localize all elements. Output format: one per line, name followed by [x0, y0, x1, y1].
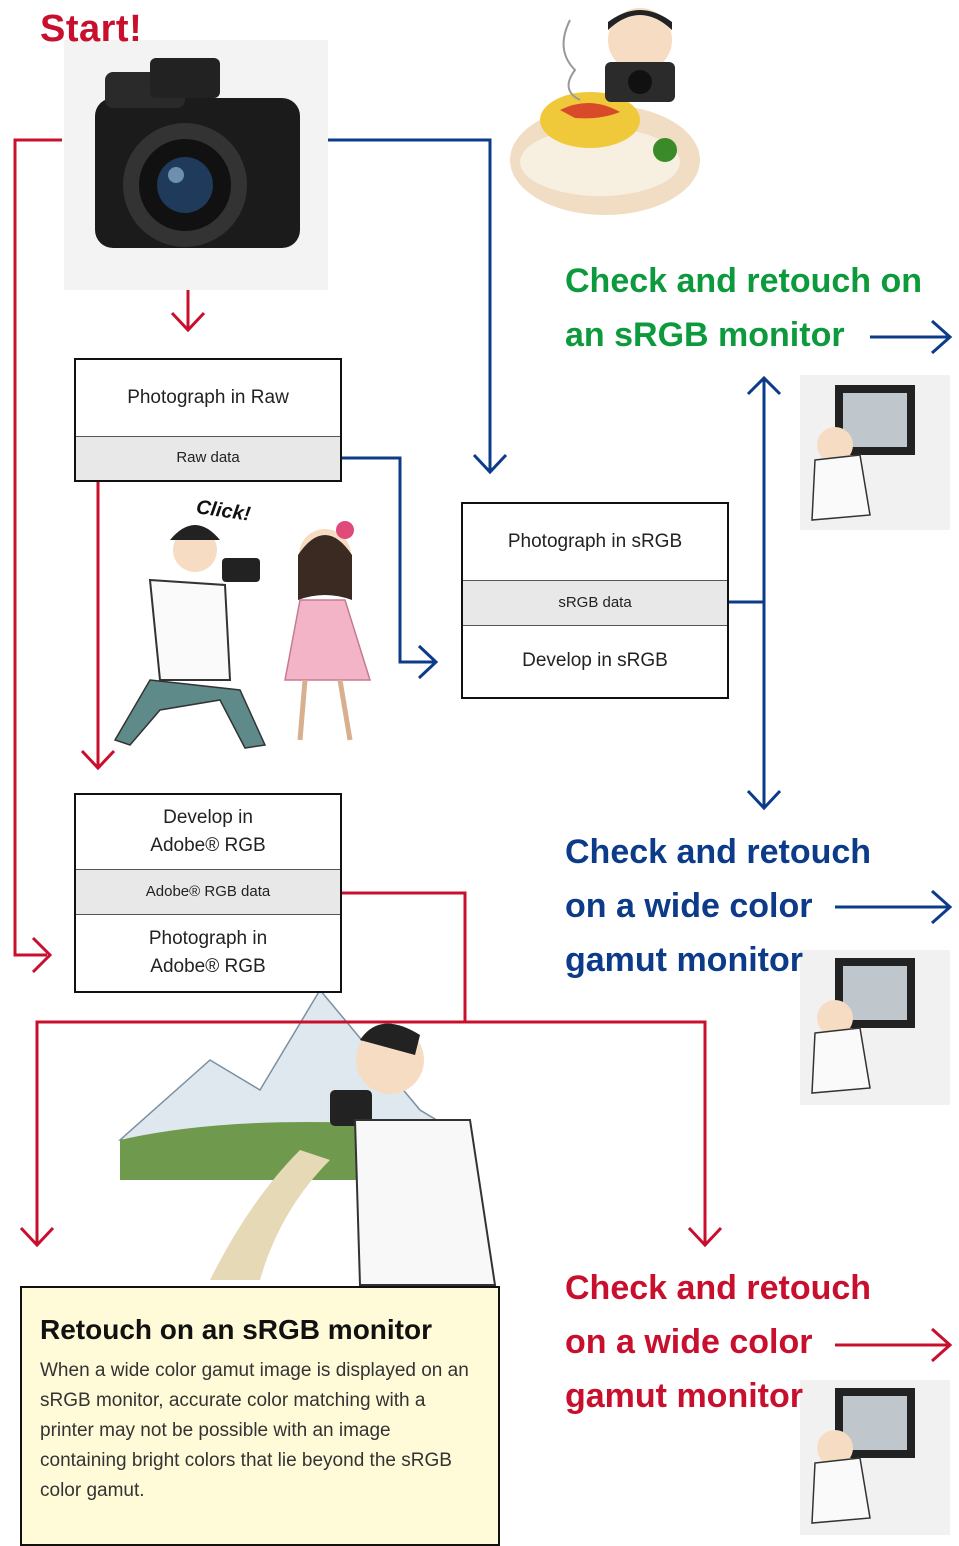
adobe-data-label: Adobe® RGB data	[76, 869, 340, 915]
srgb-photo-step: Photograph in sRGB	[507, 530, 683, 552]
monitor-illustration	[800, 1380, 950, 1535]
raw-data-label: Raw data	[76, 436, 340, 480]
heading-line: on a wide color	[565, 887, 813, 925]
monitor-illustration	[800, 950, 950, 1105]
srgb-develop-step: Develop in sRGB	[522, 650, 668, 672]
srgb-retouch-note: Retouch on an sRGB monitor When a wide c…	[20, 1286, 500, 1546]
wide-gamut-blue-heading: Check and retouch on a wide color gamut …	[565, 825, 871, 987]
wide-gamut-red-heading: Check and retouch on a wide color gamut …	[565, 1261, 871, 1423]
srgb-box: Photograph in sRGB sRGB data Develop in …	[461, 502, 729, 699]
adobe-photo-line1: Photograph in	[148, 927, 268, 949]
adobe-develop-line2: Adobe® RGB	[150, 835, 266, 856]
start-label: Start!	[40, 8, 143, 50]
note-title: Retouch on an sRGB monitor	[40, 1314, 432, 1345]
raw-box: Photograph in Raw Raw data	[74, 358, 342, 482]
heading-line: an sRGB monitor	[565, 316, 845, 354]
adobe-photo-line2: Adobe® RGB	[150, 956, 266, 977]
srgb-check-heading: Check and retouch on an sRGB monitor	[565, 254, 922, 362]
blue-connectors	[328, 138, 953, 925]
camera-illustration	[64, 40, 328, 290]
heading-line: Check and retouch	[565, 833, 872, 871]
adobe-photo-step: Photograph in Adobe® RGB	[76, 915, 340, 991]
adobe-develop-step: Develop in Adobe® RGB	[76, 795, 340, 869]
heading-line: gamut monitor	[565, 941, 803, 979]
srgb-data-label: sRGB data	[463, 580, 727, 626]
food-photo-illustration	[510, 8, 700, 215]
heading-line: Check and retouch on	[565, 262, 923, 300]
adobe-box: Develop in Adobe® RGB Adobe® RGB data Ph…	[74, 793, 342, 993]
note-body: When a wide color gamut image is display…	[40, 1360, 469, 1501]
portrait-photo-illustration	[113, 521, 372, 749]
heading-line: on a wide color	[565, 1323, 813, 1361]
adobe-develop-line1: Develop in	[163, 806, 253, 828]
raw-photo-step: Photograph in Raw	[127, 386, 289, 408]
landscape-photo-illustration	[118, 988, 497, 1286]
red-connectors	[13, 138, 953, 1363]
monitor-illustration	[800, 375, 950, 530]
heading-line: gamut monitor	[565, 1377, 803, 1415]
heading-line: Check and retouch	[565, 1269, 872, 1307]
